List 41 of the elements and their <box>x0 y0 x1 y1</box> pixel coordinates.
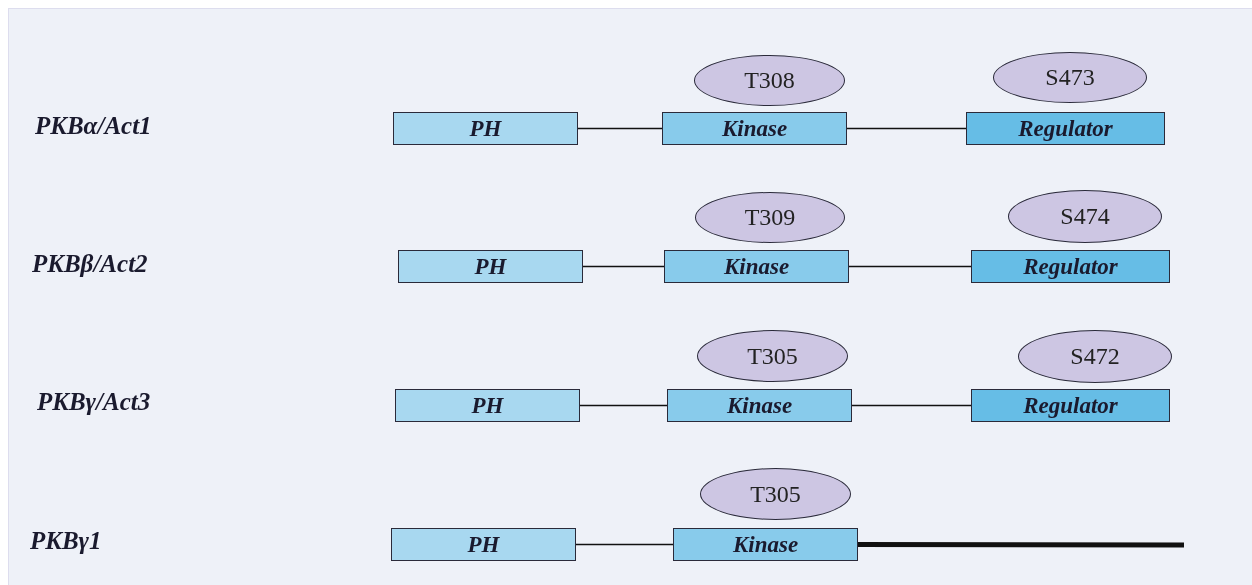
linker-line <box>848 265 972 268</box>
thick-line <box>858 542 1184 548</box>
domain-label: Regulator <box>1023 253 1118 280</box>
isoform-label: PKBα/Act1 <box>35 112 152 140</box>
linker-line <box>579 404 668 407</box>
linker-line <box>846 127 967 130</box>
isoform-label: PKBβ/Act2 <box>32 250 148 278</box>
linker-line <box>577 127 663 130</box>
domain-box <box>395 389 580 422</box>
isoform-label: PKBγ/Act3 <box>37 388 151 416</box>
domain-label: T309 <box>744 204 796 231</box>
domain-label: Kinase <box>723 253 790 280</box>
linker-line <box>851 404 972 407</box>
domain-label: Regulator <box>1023 392 1118 419</box>
domain-box <box>673 528 858 561</box>
domain-box <box>971 250 1170 283</box>
domain-box <box>971 389 1170 422</box>
domain-box <box>667 389 852 422</box>
domain-label: Regulator <box>1018 115 1113 142</box>
domain-label: S473 <box>1045 64 1095 91</box>
domain-label: Kinase <box>732 531 799 558</box>
domain-label: PH <box>467 531 500 558</box>
domain-box <box>664 250 849 283</box>
domain-box <box>391 528 576 561</box>
domain-label: S474 <box>1060 203 1110 230</box>
domain-label: PH <box>471 392 504 419</box>
domain-label: T305 <box>750 480 801 508</box>
linker-line <box>582 265 665 268</box>
domain-label: Kinase <box>726 392 793 419</box>
domain-label: Kinase <box>721 115 788 142</box>
domain-label: S472 <box>1070 343 1120 370</box>
linker-line <box>575 543 674 546</box>
domain-label: PH <box>469 115 502 142</box>
domain-box <box>398 250 583 283</box>
domain-label: PH <box>474 253 507 280</box>
domain-box <box>393 112 578 145</box>
domain-label: T305 <box>747 342 798 370</box>
isoform-label: PKBγ1 <box>30 527 102 555</box>
domain-box <box>662 112 847 145</box>
domain-label: T308 <box>744 67 795 94</box>
domain-box <box>966 112 1165 145</box>
